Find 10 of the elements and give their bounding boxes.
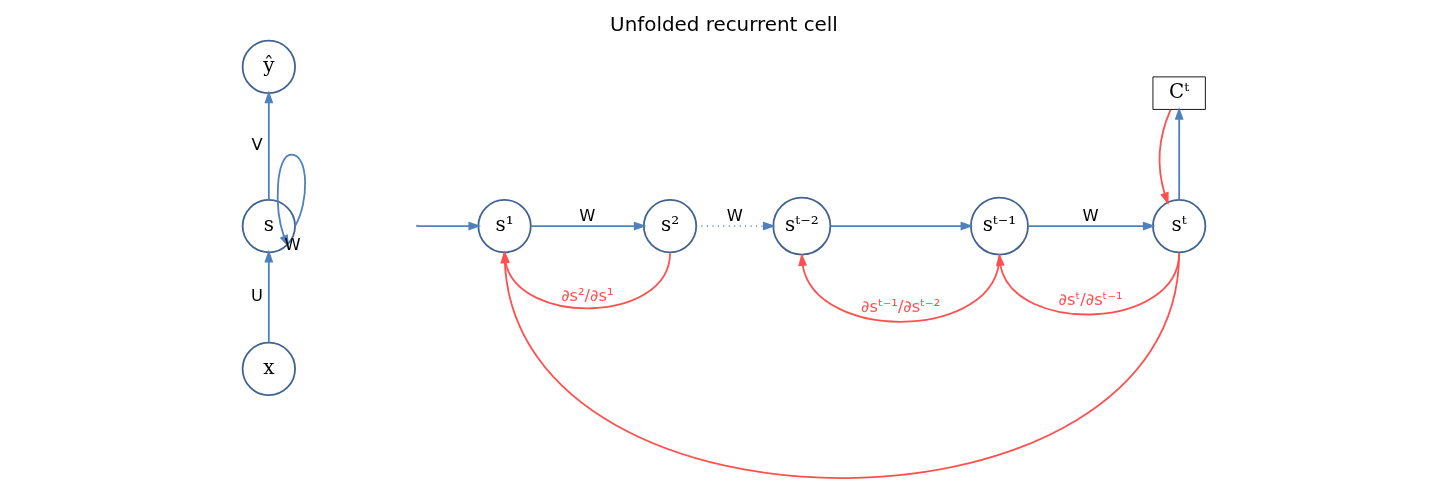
- edge-label: W: [726, 206, 743, 225]
- edge-label: V: [251, 135, 263, 155]
- edge-label: W: [578, 206, 595, 225]
- diagram-title: Unfolded recurrent cell: [609, 13, 838, 37]
- edge-label: ∂s²/∂s¹: [560, 285, 613, 305]
- edge-label: U: [250, 286, 263, 306]
- edge-label: ∂sᵗ/∂sᵗ⁻¹: [1058, 290, 1123, 310]
- edge-label: ∂sᵗ⁻¹/∂sᵗ⁻²: [860, 297, 940, 317]
- edge-label: W: [284, 234, 301, 254]
- edge-label: W: [1082, 206, 1099, 225]
